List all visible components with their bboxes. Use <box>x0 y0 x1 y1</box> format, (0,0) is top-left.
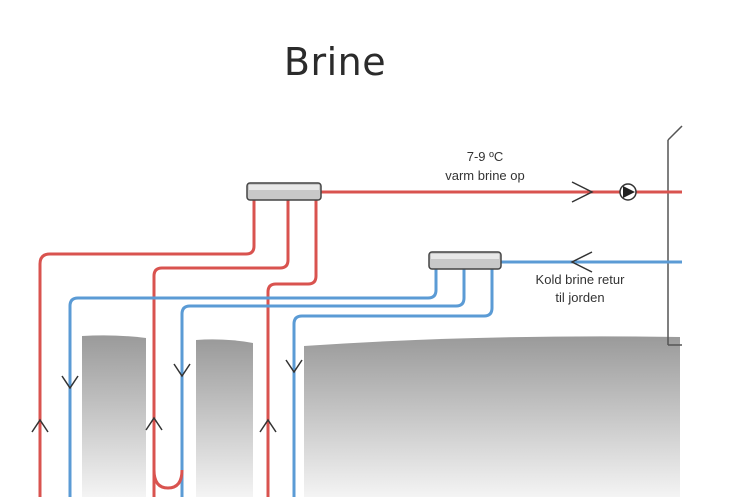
ground-block-3 <box>304 336 680 497</box>
diagram-title: Brine <box>283 40 387 84</box>
manifold-warm <box>246 182 322 201</box>
cold-loop-2 <box>180 268 466 497</box>
cold-brine-label-line2: til jorden <box>555 290 605 305</box>
ground-sections <box>82 335 680 497</box>
cold-loop-1 <box>68 268 438 497</box>
cold-pipes <box>68 260 682 497</box>
flow-arrow-icon <box>31 181 594 433</box>
building-wall <box>667 125 683 346</box>
cold-brine-label-line1: Kold brine retur <box>535 272 625 287</box>
warm-loop-1 <box>38 198 256 497</box>
ground-block-2 <box>196 339 253 497</box>
warm-brine-label: varm brine op <box>445 168 525 183</box>
pump-icon <box>619 183 637 201</box>
warm-temperature-label: 7-9 ºC <box>466 149 504 164</box>
warm-loop-2 <box>152 198 290 497</box>
u-bend <box>152 469 184 490</box>
manifold-cold <box>428 251 502 270</box>
ground-block-1 <box>82 335 146 497</box>
cold-loop-3 <box>292 268 494 497</box>
warm-loop-3 <box>266 198 318 497</box>
